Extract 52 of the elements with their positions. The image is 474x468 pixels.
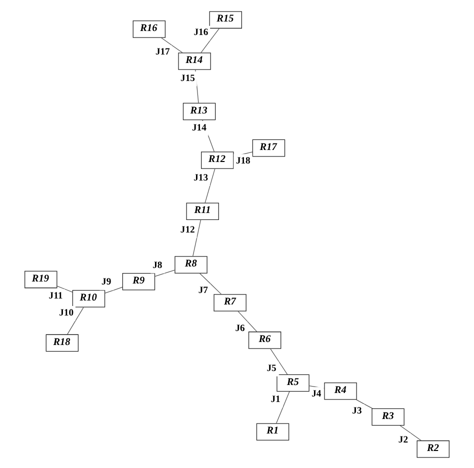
connector xyxy=(199,272,222,294)
edge-label: J16 xyxy=(194,26,208,38)
connector xyxy=(195,68,199,103)
node-box: R12 xyxy=(201,151,234,168)
connector xyxy=(270,348,288,374)
node-box: R19 xyxy=(24,270,58,288)
connector xyxy=(56,285,73,292)
edge-label: J12 xyxy=(180,224,195,236)
connector xyxy=(160,36,183,53)
node-box: R17 xyxy=(252,138,286,156)
edge-label: J1 xyxy=(270,393,280,404)
edge-label: J9 xyxy=(102,276,112,288)
connector xyxy=(66,306,84,334)
edge-label: J11 xyxy=(48,290,63,301)
node-box: R18 xyxy=(46,334,79,352)
connector xyxy=(356,398,373,408)
edge-label: J15 xyxy=(180,72,195,84)
connector xyxy=(200,27,220,53)
edge-label: J10 xyxy=(59,306,74,318)
node-box: R5 xyxy=(276,374,310,392)
node-box: R3 xyxy=(372,408,404,426)
connector xyxy=(192,219,202,256)
connector xyxy=(276,390,290,424)
connector xyxy=(154,269,176,276)
edge-label: J2 xyxy=(398,434,408,445)
edge-label: J6 xyxy=(235,322,245,334)
edge-label: J4 xyxy=(312,388,322,399)
node-box: R14 xyxy=(178,52,211,70)
edge-label: J13 xyxy=(194,172,208,183)
node-box: R9 xyxy=(122,272,156,290)
edge-label: J3 xyxy=(352,404,362,416)
node-box: R6 xyxy=(248,331,282,348)
node-box: R1 xyxy=(256,422,290,440)
connector xyxy=(400,424,422,440)
connector xyxy=(104,286,123,294)
edge-label: J17 xyxy=(155,46,170,58)
edge-label: J8 xyxy=(152,259,162,270)
edge-label: J5 xyxy=(266,362,276,374)
node-box: R11 xyxy=(186,202,219,220)
node-box: R7 xyxy=(214,294,246,311)
node-box: R2 xyxy=(416,440,450,458)
node-box: R13 xyxy=(182,102,216,120)
node-box: R4 xyxy=(324,382,357,400)
connector xyxy=(238,310,258,332)
node-box: R8 xyxy=(174,256,208,273)
edge-label: J18 xyxy=(236,154,250,166)
edge-label: J14 xyxy=(192,122,206,133)
node-box: R16 xyxy=(132,20,166,38)
node-box: R10 xyxy=(72,290,106,307)
connector xyxy=(204,168,216,203)
edge-label: J7 xyxy=(198,284,208,296)
node-box: R15 xyxy=(209,10,242,28)
